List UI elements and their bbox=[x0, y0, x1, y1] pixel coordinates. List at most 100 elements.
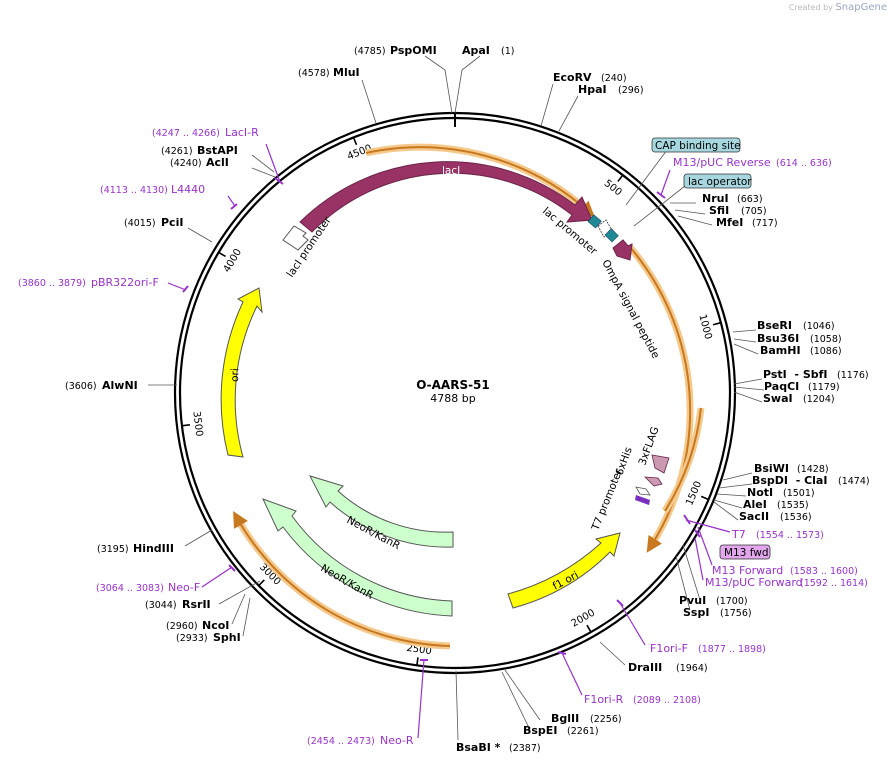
orf-arcs bbox=[233, 143, 705, 650]
snapgene-logo: SnapGene bbox=[835, 2, 887, 13]
primer-name[interactable]: LacI-R bbox=[225, 126, 259, 139]
site-name[interactable]: AclI bbox=[206, 156, 229, 169]
primer-range: (1583 .. 1600) bbox=[790, 566, 858, 577]
primer-name[interactable]: M13 Forward bbox=[712, 564, 783, 577]
site-name[interactable]: BspDI - ClaI bbox=[752, 474, 827, 487]
site-name[interactable]: MfeI bbox=[716, 216, 743, 229]
site-name[interactable]: SphI bbox=[213, 631, 241, 644]
backbone-tick bbox=[617, 174, 624, 182]
primer-range: (1554 .. 1573) bbox=[756, 530, 824, 541]
cap-binding-site-box[interactable] bbox=[651, 137, 741, 153]
site-name[interactable]: BsiWI bbox=[754, 462, 789, 475]
feature-ompA-signal-peptide[interactable] bbox=[612, 239, 633, 261]
feature-neor-kanr-inner[interactable] bbox=[309, 475, 454, 548]
site-name[interactable]: NcoI bbox=[202, 619, 229, 632]
boxed-features: CAP binding site lac operator M13 fwd bbox=[625, 137, 771, 560]
site-name[interactable]: BamHI bbox=[760, 344, 801, 357]
feature-6xhis[interactable] bbox=[643, 476, 663, 487]
primer-range: (4113 .. 4130) bbox=[100, 185, 168, 196]
site-name[interactable]: DraIII bbox=[628, 661, 662, 674]
primer-name[interactable]: T7 bbox=[731, 528, 746, 541]
feature-label-lacI: lacI bbox=[442, 165, 460, 177]
feature-neor-kanr-outer[interactable] bbox=[262, 498, 453, 617]
primer-name[interactable]: L4440 bbox=[171, 183, 205, 196]
site-name[interactable]: MluI bbox=[333, 66, 360, 79]
site-position: (4785) bbox=[354, 46, 386, 57]
tick-label: 2000 bbox=[569, 608, 597, 630]
site-name[interactable]: NotI bbox=[747, 486, 773, 499]
feature-label-t7-promoter: T7 promoter bbox=[589, 467, 625, 533]
m13-fwd-label: M13 fwd bbox=[724, 547, 769, 559]
site-name[interactable]: Bsu36I bbox=[757, 332, 799, 345]
site-position: (240) bbox=[601, 73, 627, 84]
feature-m13-fwd-block[interactable] bbox=[635, 495, 650, 505]
site-position: (1964) bbox=[676, 663, 708, 674]
site-name[interactable]: BsaBI * bbox=[456, 741, 501, 754]
primer-name[interactable]: M13/pUC Reverse bbox=[673, 156, 771, 169]
primer-name[interactable]: pBR322ori-F bbox=[91, 276, 159, 289]
cap-binding-site-label: CAP binding site bbox=[655, 140, 741, 152]
snapgene-credit: Created by SnapGene bbox=[789, 2, 887, 13]
orf-arc-neo-core bbox=[233, 511, 451, 647]
site-name[interactable]: BseRI bbox=[757, 319, 792, 332]
site-position: (2261) bbox=[567, 726, 599, 737]
site-name[interactable]: ApaI bbox=[462, 44, 490, 57]
feature-t7-promoter[interactable] bbox=[635, 486, 651, 496]
site-labels: PspOMI (4785) ApaI (1) MluI (4578) EcoRV… bbox=[65, 44, 870, 754]
backbone-tick bbox=[218, 251, 226, 258]
backbone-tick bbox=[352, 137, 358, 146]
backbone-tick bbox=[181, 424, 190, 427]
site-position: (3606) bbox=[65, 381, 97, 392]
primer-name[interactable]: F1ori-R bbox=[584, 693, 624, 706]
feature-f1-ori[interactable] bbox=[507, 532, 621, 609]
primer-name[interactable]: M13/pUC Forward bbox=[705, 576, 803, 589]
feature-ori[interactable] bbox=[220, 287, 263, 458]
site-name[interactable]: AlwNI bbox=[102, 379, 138, 392]
primer-range: (3064 .. 3083) bbox=[96, 583, 164, 594]
site-position: (717) bbox=[752, 218, 778, 229]
primer-range: (3860 .. 3879) bbox=[18, 278, 86, 289]
site-name[interactable]: AleI bbox=[743, 498, 767, 511]
site-position: (2960) bbox=[166, 621, 198, 632]
feature-lacI[interactable] bbox=[299, 161, 593, 233]
site-name[interactable]: NruI bbox=[702, 192, 729, 205]
site-name[interactable]: BstAPI bbox=[197, 144, 238, 157]
site-position: (1700) bbox=[716, 596, 748, 607]
tick-label: 1000 bbox=[696, 313, 713, 340]
primer-range: (614 .. 636) bbox=[776, 158, 832, 169]
site-name[interactable]: HindIII bbox=[133, 542, 174, 555]
site-name[interactable]: BglII bbox=[551, 712, 579, 725]
backbone-tick bbox=[416, 657, 419, 666]
site-position: (1535) bbox=[777, 500, 809, 511]
site-position: (1176) bbox=[837, 370, 869, 381]
site-name[interactable]: SwaI bbox=[763, 392, 793, 405]
primer-name[interactable]: Neo-R bbox=[380, 734, 414, 747]
feature-lacI-promoter[interactable] bbox=[282, 225, 309, 251]
feature-3xflag[interactable] bbox=[651, 454, 670, 474]
site-name[interactable]: PstI - SbfI bbox=[763, 368, 828, 381]
primer-name[interactable]: Neo-F bbox=[168, 581, 200, 594]
tick-label: 500 bbox=[602, 178, 624, 198]
cap-binding-site-block[interactable] bbox=[587, 214, 602, 229]
site-name[interactable]: HpaI bbox=[578, 83, 607, 96]
site-name[interactable]: SacII bbox=[739, 510, 769, 523]
tick-label: 1500 bbox=[684, 480, 704, 508]
lac-operator-box[interactable] bbox=[683, 173, 752, 189]
site-name[interactable]: RsrII bbox=[182, 598, 211, 611]
primer-name[interactable]: F1ori-F bbox=[650, 642, 688, 655]
site-position: (1474) bbox=[838, 476, 870, 487]
m13-fwd-box[interactable] bbox=[719, 544, 771, 560]
site-name[interactable]: EcoRV bbox=[553, 71, 592, 84]
lac-operator-block[interactable] bbox=[604, 228, 619, 243]
plasmid-length: 4788 bp bbox=[430, 392, 475, 405]
site-name[interactable]: SfiI bbox=[709, 204, 729, 217]
site-name[interactable]: BspEI bbox=[523, 724, 557, 737]
site-name[interactable]: SspI bbox=[683, 606, 709, 619]
site-name[interactable]: PaqCI bbox=[764, 380, 799, 393]
site-name[interactable]: PvuI bbox=[679, 594, 706, 607]
tick-label: 3500 bbox=[190, 411, 204, 438]
site-name[interactable]: PspOMI bbox=[390, 44, 437, 57]
site-name[interactable]: PciI bbox=[161, 216, 183, 229]
primer-range: (2089 .. 2108) bbox=[633, 695, 701, 706]
primer-labels: LacI-R (4247 .. 4266) L4440 (4113 .. 413… bbox=[18, 126, 868, 747]
